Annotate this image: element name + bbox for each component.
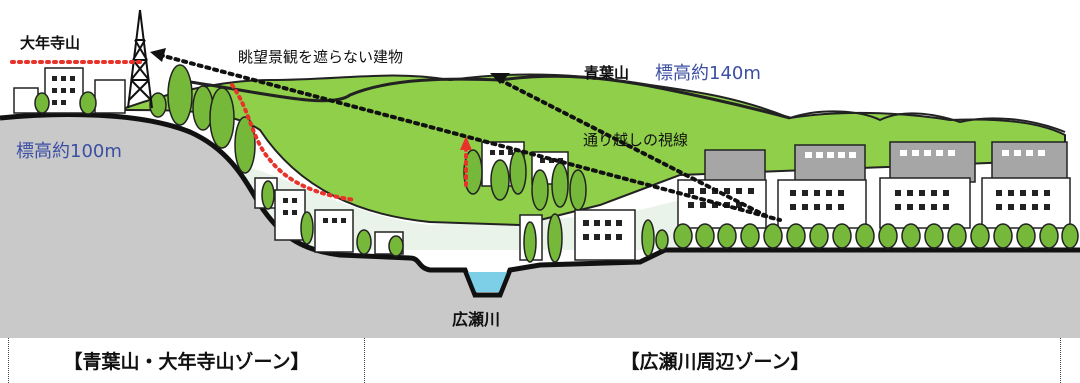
zone-bar: 【青葉山・大年寺山ゾーン】 【広瀬川周辺ゾーン】 bbox=[0, 338, 1080, 383]
right-back-buildings bbox=[704, 141, 1068, 186]
right-front-windows bbox=[688, 188, 1050, 210]
sightline-arrowhead bbox=[150, 48, 166, 62]
right-tree-row bbox=[673, 223, 1079, 249]
mid-windows bbox=[490, 150, 622, 240]
label-view-note: 眺望景観を遮らない建物 bbox=[238, 48, 403, 66]
hill-ridge-right bbox=[789, 110, 1066, 133]
left-trees bbox=[34, 64, 404, 257]
river-water bbox=[468, 272, 507, 292]
label-sightline: 通り越しの視線 bbox=[583, 131, 688, 149]
label-elevation-right: 標高約140m bbox=[655, 63, 761, 84]
label-elevation-left: 標高約100m bbox=[16, 141, 122, 162]
zone-label-right: 【広瀬川周辺ゾーン】 bbox=[370, 338, 1061, 383]
slope-limit-line bbox=[230, 83, 357, 202]
ground bbox=[0, 114, 1080, 338]
tv-tower bbox=[127, 9, 153, 109]
label-aobayama: 青葉山 bbox=[584, 64, 629, 82]
label-river: 広瀬川 bbox=[452, 310, 500, 329]
mid-trees bbox=[463, 149, 669, 263]
sightline-from-aobayama bbox=[498, 78, 772, 220]
zone-label-left: 【青葉山・大年寺山ゾーン】 bbox=[8, 338, 365, 383]
sightline-main bbox=[158, 53, 782, 222]
mid-limit-arrowhead bbox=[460, 136, 472, 150]
label-odoshiyama: 大年寺山 bbox=[20, 34, 80, 52]
viewpoint-marker bbox=[490, 73, 510, 84]
right-back-windows bbox=[805, 150, 1045, 158]
ground-outline bbox=[0, 112, 1080, 298]
left-windows bbox=[52, 76, 346, 223]
